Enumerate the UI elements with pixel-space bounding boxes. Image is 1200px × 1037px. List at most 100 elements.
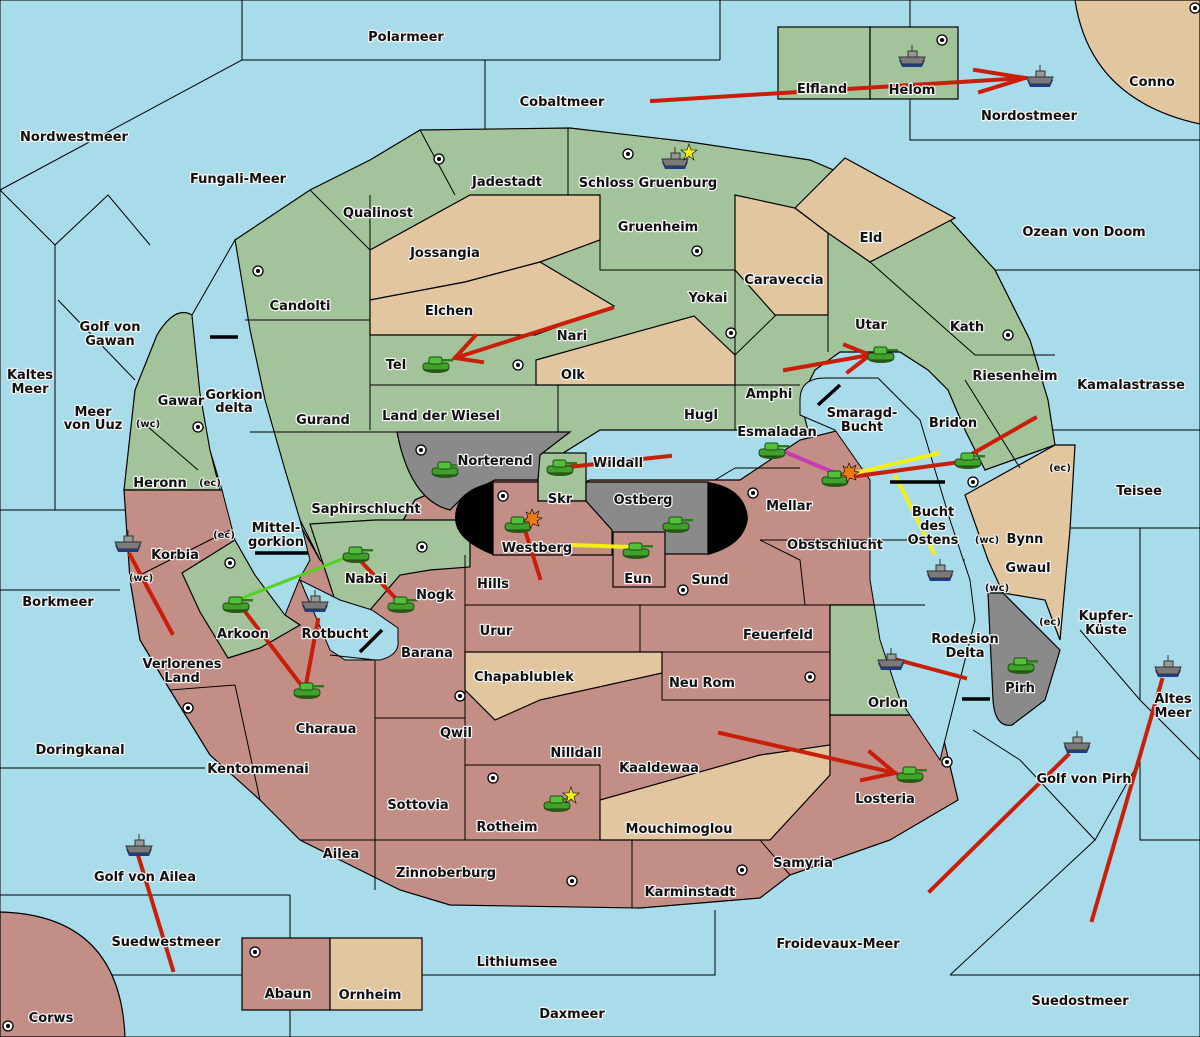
province-corws[interactable] — [0, 911, 126, 1037]
order-move-arrow — [782, 352, 873, 373]
sea-label-gorkion-delta-1: Gorkion — [205, 388, 262, 403]
sea-label-nordostmeer: Nordostmeer — [981, 109, 1078, 124]
army-tank-icon-westberg[interactable] — [504, 508, 543, 533]
army-tank-icon-nogk[interactable] — [387, 596, 418, 613]
fleet-ship-icon-orlon[interactable] — [877, 648, 905, 670]
province-bynn-gwaul[interactable] — [964, 444, 1076, 641]
province-label-elchen: Elchen — [425, 304, 473, 319]
coast-tag-wc: (wc) — [975, 535, 999, 546]
supply-center-icon — [224, 557, 236, 569]
sea-label-bucht-des-ostens-1: Bucht — [912, 505, 954, 520]
province-norterend[interactable] — [396, 431, 572, 511]
province-label-kentommenai: Kentommenai — [207, 762, 308, 777]
supply-center-icon — [249, 946, 261, 958]
province-label-pirh: Pirh — [1005, 681, 1035, 696]
province-label-verlorenes-land-1: Verlorenes — [142, 657, 221, 672]
fleet-ship-icon-helom[interactable] — [898, 45, 926, 67]
coast-tag-ec: (ec) — [1049, 463, 1071, 474]
province-label-saphirschlucht: Saphirschlucht — [311, 502, 420, 517]
province-eun[interactable] — [612, 531, 666, 588]
order-move-arrow — [135, 852, 176, 973]
coast-tag-ec: (ec) — [199, 478, 221, 489]
province-label-obstschlucht: Obstschlucht — [787, 538, 883, 553]
units — [114, 45, 1182, 856]
province-westberg[interactable] — [492, 481, 613, 556]
sea-gorkion[interactable] — [191, 238, 311, 617]
army-tank-icon-esmaladan[interactable] — [758, 442, 789, 459]
province-label-gawar: Gawar — [158, 394, 205, 409]
order-convoy-line — [784, 450, 836, 475]
fleet-ship-icon-bucht-des-ostens[interactable] — [926, 559, 954, 581]
order-move-arrow — [452, 305, 615, 361]
supply-center-icon — [487, 772, 499, 784]
fleet-ship-icon-schloss-gruenburg[interactable] — [661, 143, 698, 169]
fleet-ship-icon-altes-meer[interactable] — [1154, 655, 1182, 677]
fleet-ship-icon-golf-von-ailea[interactable] — [125, 834, 153, 856]
sea-label-fungali-meer: Fungali-Meer — [190, 172, 287, 187]
province-label-gruenheim: Gruenheim — [618, 220, 698, 235]
province-label-urur: Urur — [480, 624, 513, 639]
province-label-orlon: Orlon — [868, 696, 908, 711]
army-tank-icon-skr[interactable] — [546, 459, 577, 476]
army-tank-icon-rotheim[interactable] — [543, 786, 580, 812]
army-tank-icon-eun[interactable] — [622, 542, 653, 559]
order-move-arrow — [1089, 677, 1165, 923]
province-label-skr: Skr — [548, 492, 573, 507]
order-move-arrow — [237, 602, 308, 693]
army-tank-icon-ostberg[interactable] — [662, 516, 693, 533]
province-conno[interactable] — [1074, 0, 1200, 125]
army-tank-icon-losteria[interactable] — [896, 766, 927, 783]
supply-center-icon — [736, 864, 748, 876]
army-tank-icon-pirh[interactable] — [1007, 657, 1038, 674]
supply-center-icon — [936, 34, 948, 46]
fleet-ship-icon-nordostmeer[interactable] — [1026, 65, 1054, 87]
army-tank-icon-nabai[interactable] — [342, 546, 373, 563]
army-tank-icon-norterend[interactable] — [431, 461, 462, 478]
supply-center-icon — [192, 421, 204, 433]
army-tank-icon-utar[interactable] — [867, 346, 898, 363]
province-label-kath: Kath — [950, 320, 984, 335]
army-tank-icon-mellar[interactable] — [821, 462, 860, 487]
army-tank-icon-bridon[interactable] — [954, 452, 985, 469]
fleet-ship-icon-rotbucht[interactable] — [301, 590, 329, 612]
fleet-ship-icon-golf-von-pirh[interactable] — [1063, 731, 1091, 753]
province-label-norterend: Norterend — [457, 454, 532, 469]
star-icon — [680, 143, 698, 161]
sea-label-daxmeer: Daxmeer — [539, 1007, 605, 1022]
province-label-elfland: Elfland — [797, 82, 847, 97]
order-support-line — [854, 451, 941, 475]
province-label-nilldall: Nilldall — [550, 746, 601, 761]
province-label-amphi: Amphi — [746, 387, 793, 402]
sea-label-gorkion-delta-2: delta — [215, 401, 253, 416]
sea-smaragd-bucht[interactable] — [799, 377, 976, 762]
order-move-arrow — [717, 730, 898, 776]
double-arrow-icon — [358, 628, 384, 654]
province-label-arkoon: Arkoon — [217, 627, 269, 642]
order-support-line — [893, 474, 937, 556]
supply-center-icon — [941, 756, 953, 768]
province-label-eun: Eun — [624, 572, 651, 587]
province-label-candolti: Candolti — [270, 299, 331, 314]
army-tank-icon-arkoon[interactable] — [222, 596, 253, 613]
province-label-samyria: Samyria — [773, 856, 833, 871]
sea-label-teisee: Teisee — [1116, 484, 1162, 499]
province-ornheim[interactable] — [329, 937, 423, 1011]
supply-center-icon — [415, 444, 427, 456]
supply-center-icon — [804, 671, 816, 683]
province-label-tel: Tel — [386, 358, 406, 373]
order-support-line — [571, 543, 631, 549]
province-label-ailea: Ailea — [323, 847, 360, 862]
army-tank-icon-tel[interactable] — [422, 356, 453, 373]
province-eld[interactable] — [794, 157, 957, 263]
sea-label-ozean-von-doom: Ozean von Doom — [1022, 225, 1145, 240]
order-arrowhead — [859, 749, 900, 783]
province-label-caraveccia: Caraveccia — [744, 273, 823, 288]
army-tank-icon-charaua[interactable] — [293, 682, 324, 699]
order-cut-line — [236, 556, 346, 602]
explosion-icon — [523, 508, 543, 529]
sea-label-golf-von-gawan-2: Gawan — [85, 334, 134, 349]
province-label-bynn: Bynn — [1007, 532, 1044, 547]
province-label-olk: Olk — [561, 368, 586, 383]
fleet-ship-icon-korbia[interactable] — [114, 530, 142, 552]
province-label-ostberg: Ostberg — [614, 493, 673, 508]
